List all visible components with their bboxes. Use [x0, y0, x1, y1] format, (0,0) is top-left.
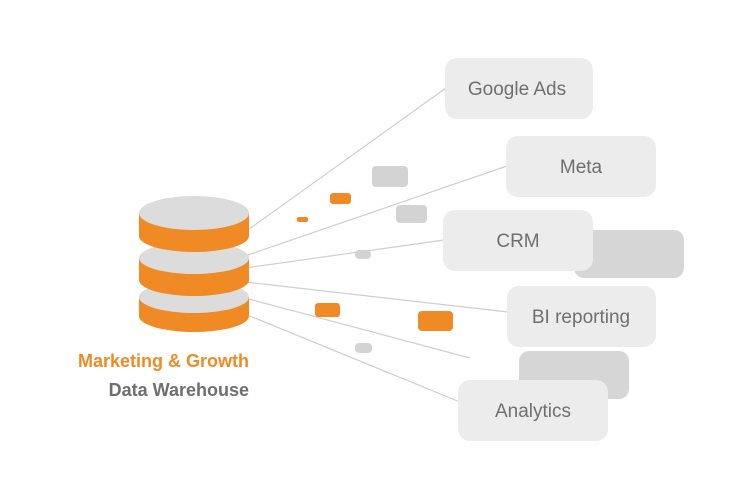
packet-gray-2	[396, 205, 427, 223]
destination-label-bi-reporting: BI reporting	[532, 307, 630, 328]
database-disk-middle-top	[139, 242, 249, 274]
destination-cards: Google Ads Meta CRM BI reporting Analyti…	[443, 58, 656, 441]
destination-card-bi-reporting: BI reporting	[507, 286, 656, 347]
connection-line-meta	[244, 165, 508, 257]
warehouse-caption-secondary: Data Warehouse	[108, 380, 249, 400]
destination-card-meta-box	[506, 136, 656, 197]
data-packets	[297, 166, 453, 353]
packet-gray-1	[372, 166, 408, 187]
database-disk-top-top	[139, 196, 249, 230]
destination-label-analytics: Analytics	[495, 401, 571, 422]
database-icon	[139, 196, 249, 332]
packet-gray-3	[355, 250, 371, 259]
packet-orange-2	[297, 217, 308, 222]
destination-card-google-ads-box	[445, 58, 593, 119]
destination-label-meta: Meta	[560, 157, 603, 178]
destination-label-crm: CRM	[496, 231, 539, 252]
offset-card-crm	[574, 230, 684, 278]
packet-orange-4	[418, 311, 453, 331]
destination-card-crm: CRM	[443, 210, 593, 271]
destination-card-meta: Meta	[506, 136, 656, 197]
warehouse-caption-primary: Marketing & Growth	[77, 351, 249, 371]
destination-label-google-ads: Google Ads	[468, 79, 566, 100]
packet-orange-3	[315, 303, 340, 317]
destination-card-bi-reporting-box	[507, 286, 656, 347]
destination-card-analytics: Analytics	[458, 380, 608, 441]
destination-card-crm-box	[443, 210, 593, 271]
connection-line-analytics	[244, 313, 461, 403]
connection-line-unlabeled	[244, 297, 471, 359]
connection-lines	[244, 87, 509, 403]
packet-orange-1	[330, 193, 351, 204]
connection-line-bi-reporting	[244, 281, 509, 313]
connection-line-crm	[244, 239, 445, 269]
packet-gray-4	[355, 343, 372, 353]
connection-line-google-ads	[244, 87, 447, 233]
destination-card-google-ads: Google Ads	[445, 58, 593, 119]
destination-card-analytics-box	[458, 380, 608, 441]
